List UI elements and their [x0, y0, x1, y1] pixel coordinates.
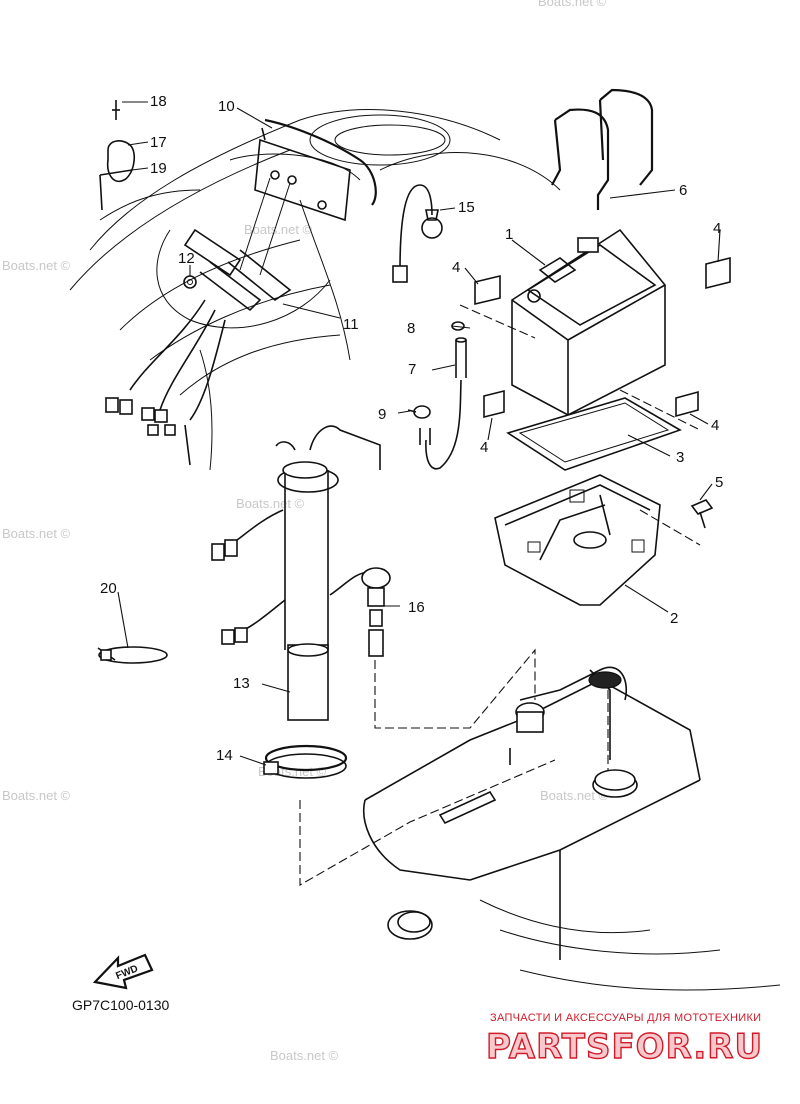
callout-18: 18: [150, 93, 167, 110]
breather-hose-7: [425, 337, 467, 470]
harness-left: [105, 299, 226, 466]
brand-name: PARTSFOR.RU: [486, 1027, 763, 1067]
callout-labels: 1 2 3 4 4 4 4 5 6 7 8 9 10 11 12 13 14 1…: [100, 93, 723, 764]
pads-4: [474, 256, 731, 419]
watermark: Boats.net ©: [2, 258, 71, 273]
battery-box-2: [494, 474, 661, 606]
watermark: Boats.net ©: [2, 526, 71, 541]
rivet-18: [112, 100, 120, 120]
watermarks: Boats.net © Boats.net © Boats.net © Boat…: [2, 0, 609, 1063]
callout-19: 19: [150, 160, 167, 177]
callout-14: 14: [216, 747, 233, 764]
callout-8: 8: [407, 320, 415, 337]
meter-unit-10: [239, 118, 377, 276]
callout-20: 20: [100, 580, 117, 597]
hull-outline-top: [69, 109, 561, 471]
fwd-arrow: FWD: [92, 953, 154, 990]
brand-subtitle: ЗАПЧАСТИ И АКСЕССУАРЫ ДЛЯ МОТОТЕХНИКИ: [490, 1012, 761, 1024]
battery-band-6: [551, 88, 654, 210]
fuel-sender-13: [211, 425, 381, 721]
leader-lines: [117, 101, 721, 766]
clip-9: [407, 405, 431, 445]
callout-2: 2: [670, 610, 678, 627]
callout-4: 4: [713, 220, 721, 237]
callout-6: 6: [679, 182, 687, 199]
hull-outline-bottom: [363, 666, 781, 991]
connector-16: [361, 567, 391, 657]
callout-11: 11: [343, 316, 359, 333]
hose-clamp-14: [263, 744, 348, 779]
callout-10: 10: [218, 98, 235, 115]
watermark: Boats.net ©: [2, 788, 71, 803]
callout-16: 16: [408, 599, 425, 616]
watermark: Boats.net ©: [540, 788, 609, 803]
cable-tie-20: [97, 646, 168, 664]
wiring-bracket-11: [183, 228, 292, 312]
callout-17: 17: [150, 134, 167, 151]
battery-pad-3: [506, 397, 682, 471]
watermark: Boats.net ©: [244, 222, 313, 237]
callout-13: 13: [233, 675, 250, 692]
bolt-5: [690, 499, 714, 529]
watermark: Boats.net ©: [538, 0, 607, 9]
battery-1: [511, 228, 666, 416]
callout-4: 4: [711, 417, 719, 434]
callout-4: 4: [480, 439, 488, 456]
watermark: Boats.net ©: [236, 496, 305, 511]
guide-lines: [299, 304, 701, 886]
callout-15: 15: [458, 199, 475, 216]
diagram-code: GP7C100-0130: [72, 997, 170, 1013]
callout-5: 5: [715, 474, 723, 491]
sensor-15: [392, 184, 443, 283]
callout-12: 12: [178, 250, 195, 267]
callout-7: 7: [408, 361, 416, 378]
band-clip-19: [99, 169, 133, 211]
brand-logo: ЗАПЧАСТИ И АКСЕССУАРЫ ДЛЯ МОТОТЕХНИКИ PA…: [485, 1012, 763, 1068]
callout-9: 9: [378, 406, 386, 423]
callout-3: 3: [676, 449, 684, 466]
watermark: Boats.net ©: [270, 1048, 339, 1063]
callout-4: 4: [452, 259, 460, 276]
holder-17: [106, 140, 136, 182]
callout-1: 1: [505, 226, 513, 243]
